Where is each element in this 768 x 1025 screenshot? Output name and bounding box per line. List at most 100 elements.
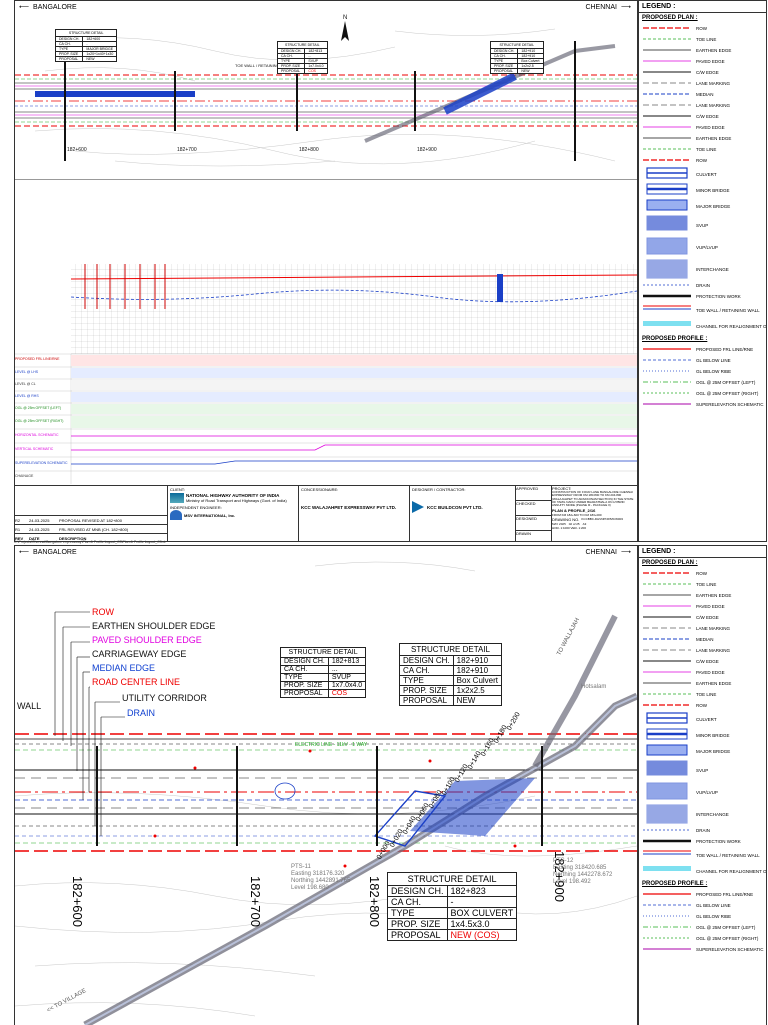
top-structure-table-3: STRUCTURE DETAIL DESIGN CH.182+910 CA CH…	[489, 41, 544, 74]
culvert-box	[373, 790, 447, 847]
legend-item-b-7: LANE MARKING	[639, 645, 766, 656]
legend-item-a-1: TOE LINE	[639, 34, 766, 45]
zoom-chainage-ticks	[96, 746, 543, 846]
callout-paved-shoulder-edge: PAVED SHOULDER EDGE	[92, 635, 202, 645]
legend-label: INTERCHANGE	[696, 266, 729, 272]
legend-label: MEDIAN	[696, 637, 714, 642]
legend-swatch-icon	[643, 693, 691, 695]
legend-swatch-icon	[643, 93, 691, 95]
legend-item-b-2: EARTHEN EDGE	[639, 590, 766, 601]
legend-label: VUP/LVUP	[696, 789, 718, 795]
callout-carriageway-edge: CARRIAGEWAY EDGE	[92, 649, 187, 659]
legend-item-b-20: PROTECTION WORK	[639, 836, 766, 847]
arrow-right-icon: ⟶	[620, 4, 631, 11]
legend-swatch-icon	[646, 237, 688, 255]
legend-profile-item-a-0: PROPOSED FRL LINE/RNE	[639, 344, 766, 355]
legend-item-a-17: VUP/LVUP	[639, 236, 766, 258]
legend-label: TOE WALL / RETAINING WALL	[696, 852, 760, 858]
legend-swatch-icon	[643, 937, 691, 939]
legend-profile-item-b-2: GL BELOW RIBE	[639, 911, 766, 922]
chainage-ticks	[64, 41, 576, 161]
legend-label: MINOR BRIDGE	[696, 732, 730, 738]
svup-zoom	[410, 778, 535, 836]
legend-label: OGL @ 25M OFFSET (LEFT)	[696, 380, 756, 385]
legend-swatch-icon	[643, 627, 691, 629]
legend-label: TOE LINE	[696, 147, 717, 152]
legend-item-a-0: ROW	[639, 23, 766, 34]
legend-label: PAVED EDGE	[696, 604, 725, 609]
superelevation-schematic	[71, 460, 637, 465]
legend-label: PAVED EDGE	[696, 125, 725, 130]
legend-item-a-20: PROTECTION WORK	[639, 291, 766, 302]
legend-label: LANE MARKING	[696, 81, 731, 86]
legend-swatch-icon	[643, 82, 691, 84]
legend-swatch-icon	[643, 605, 691, 607]
legend-swatch-icon	[643, 159, 691, 161]
legend-plan-heading-2: PROPOSED PLAN :	[642, 560, 698, 566]
legend-item-a-15: MAJOR BRIDGE	[639, 198, 766, 214]
legend-label: GL BELOW RIBE	[696, 914, 732, 919]
legend-profile-item-b-3: OGL @ 25M OFFSET (LEFT)	[639, 922, 766, 933]
ch-label-4: 182+900	[417, 147, 437, 153]
legend-label: SVUP	[696, 222, 709, 228]
legend-swatch-icon	[643, 682, 691, 684]
legend-swatch-icon	[643, 284, 691, 286]
legend-item-b-11: TOE LINE	[639, 689, 766, 700]
band-lhs	[71, 368, 637, 378]
legend-swatch-icon	[643, 359, 691, 361]
legend-swatch-icon	[646, 728, 688, 740]
legend-label: SUPERELEVATION SCHEMATIC	[696, 402, 764, 407]
legend-swatch-icon	[643, 137, 691, 139]
legend-profile-item-a-1: GL BELOW LINE	[639, 355, 766, 366]
concessionaire-block: CONCESSIONAIRE: KCC WALAJAHPET EXPRESSWA…	[299, 486, 410, 541]
legend-swatch-icon	[643, 926, 691, 928]
legend-item-a-21: TOE WALL / RETAINING WALL	[639, 302, 766, 318]
drain-pit	[274, 782, 296, 800]
legend-label: TOE LINE	[696, 37, 717, 42]
legend-label: EARTHEN EDGE	[696, 136, 732, 141]
place-name-label: Hotsalam	[581, 684, 607, 690]
legend-label: C/W EDGE	[696, 615, 719, 620]
svup-structure	[443, 72, 517, 115]
legend-item-b-16: SVUP	[639, 759, 766, 781]
arrow-left-icon: ⟵	[19, 4, 30, 11]
legend-item-a-16: SVUP	[639, 214, 766, 236]
profile-row-label-2: LEVEL @ LHS	[15, 370, 39, 374]
legend-item-a-13: CULVERT	[639, 166, 766, 182]
legend-label: GL BELOW LINE	[696, 358, 731, 363]
zoom-structure-table-svup: STRUCTURE DETAIL DESIGN CH.182+813 CA CH…	[279, 647, 367, 698]
survey-point-pts-12: PTS-12 Easting 318420.685 Northing 14422…	[553, 858, 613, 885]
legend-item-b-14: MINOR BRIDGE	[639, 727, 766, 743]
legend-item-a-7: LANE MARKING	[639, 100, 766, 111]
legend-swatch-icon	[646, 804, 688, 824]
legend-label: MAJOR BRIDGE	[696, 203, 731, 209]
legend-item-b-21: TOE WALL / RETAINING WALL	[639, 847, 766, 863]
legend-swatch-icon	[643, 850, 691, 855]
legend-item-b-6: MEDIAN	[639, 634, 766, 645]
legend-swatch-icon	[643, 305, 691, 310]
legend-title-2: LEGEND :	[639, 546, 766, 558]
legend-item-b-0: ROW	[639, 568, 766, 579]
right-city: CHENNAI	[585, 3, 617, 11]
legend-item-b-15: MAJOR BRIDGE	[639, 743, 766, 759]
legend-profile-item-a-5: SUPERELEVATION SCHEMATIC	[639, 399, 766, 410]
legend-label: VUP/LVUP	[696, 244, 718, 250]
legend-label: PAVED EDGE	[696, 670, 725, 675]
legend-swatch-icon	[643, 38, 691, 40]
approach-road	[532, 614, 618, 768]
legend-label: CHANNEL FOR REALIGNMENT OF EXISTING STRE…	[696, 868, 767, 874]
callout-row: ROW	[92, 607, 114, 617]
legend-label: CULVERT	[696, 716, 717, 722]
legend-label: PROPOSED FRL LINE/RNE	[696, 892, 754, 897]
ch-label-1: 182+600	[67, 147, 87, 153]
profile-row-label-1: PROPOSED FRL LINE/RNE	[15, 357, 60, 361]
legend-swatch-icon	[643, 583, 691, 585]
legend-item-b-10: EARTHEN EDGE	[639, 678, 766, 689]
legend-item-b-5: LANE MARKING	[639, 623, 766, 634]
legend-swatch-icon	[646, 167, 688, 179]
